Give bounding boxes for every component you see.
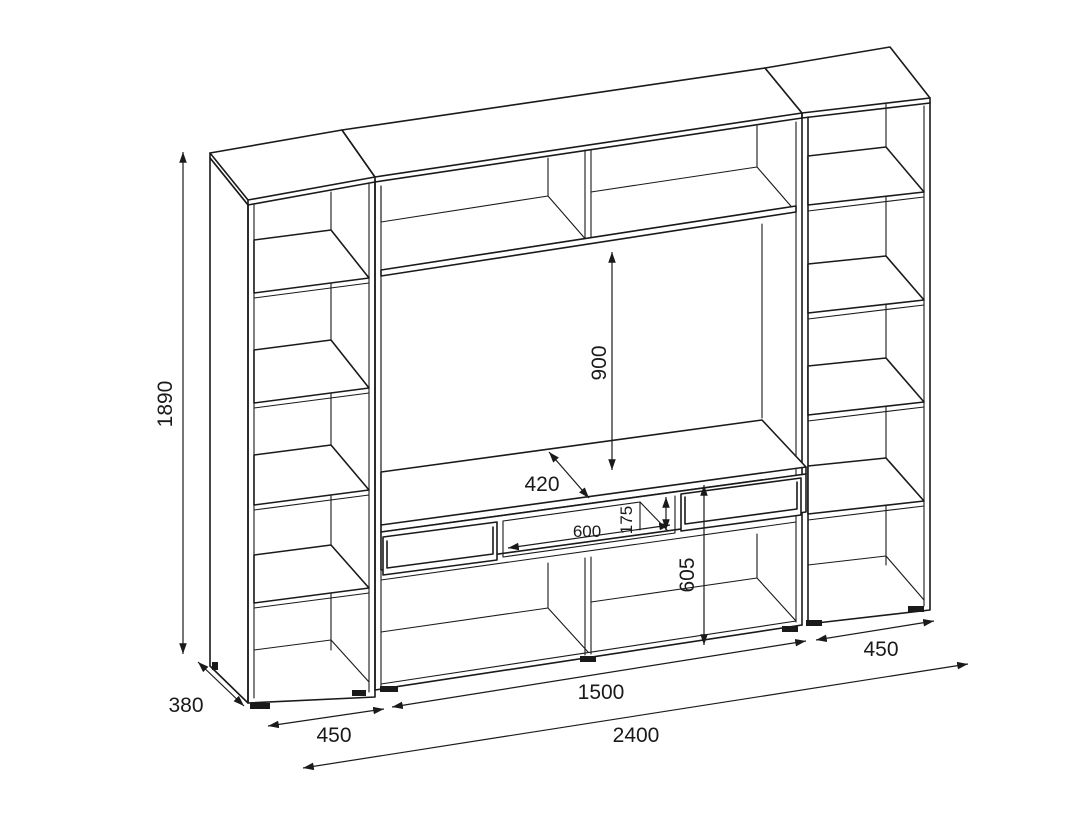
label-drawer-width: 600 [573,522,601,541]
label-total-height: 1890 [154,381,177,428]
label-left-width: 450 [316,724,351,747]
center-cabinet [341,67,807,692]
label-depth: 380 [168,694,203,717]
label-center-width: 1500 [578,681,625,704]
label-tv-height: 900 [588,345,611,380]
left-cabinet [209,129,376,709]
label-drawer-height: 175 [617,506,636,534]
label-shelf-depth: 420 [524,473,559,496]
label-total-width: 2400 [613,724,660,747]
dimension-lines [179,152,969,771]
label-right-width: 450 [863,638,898,661]
label-lower-height: 605 [676,557,699,592]
right-cabinet [764,46,931,626]
dimension-labels: 1890 380 450 1500 450 2400 900 420 600 1… [154,345,899,747]
